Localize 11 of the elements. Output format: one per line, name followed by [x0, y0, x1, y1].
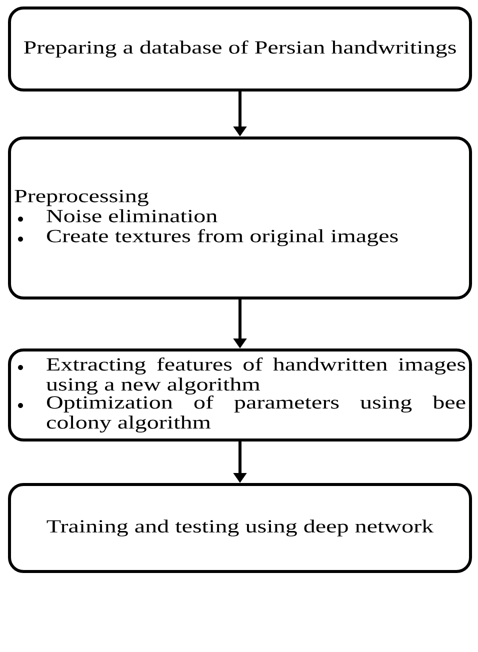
list-item: Extracting features of handwritten images using a new algorithm [46, 357, 466, 395]
box-text: Training and testing using deep network [46, 520, 434, 536]
list-item: Optimization of parameters using bee colony algorithm [46, 396, 466, 433]
list-item: Create textures from original images [46, 229, 398, 246]
process-box [8, 6, 472, 92]
heading: Preprocessing [14, 190, 148, 206]
process-box [8, 483, 472, 573]
process-box [8, 348, 472, 442]
box-text: Preparing a database of Persian handwritings [24, 40, 456, 58]
list-item: Noise elimination [46, 209, 218, 222]
process-box [8, 136, 472, 300]
